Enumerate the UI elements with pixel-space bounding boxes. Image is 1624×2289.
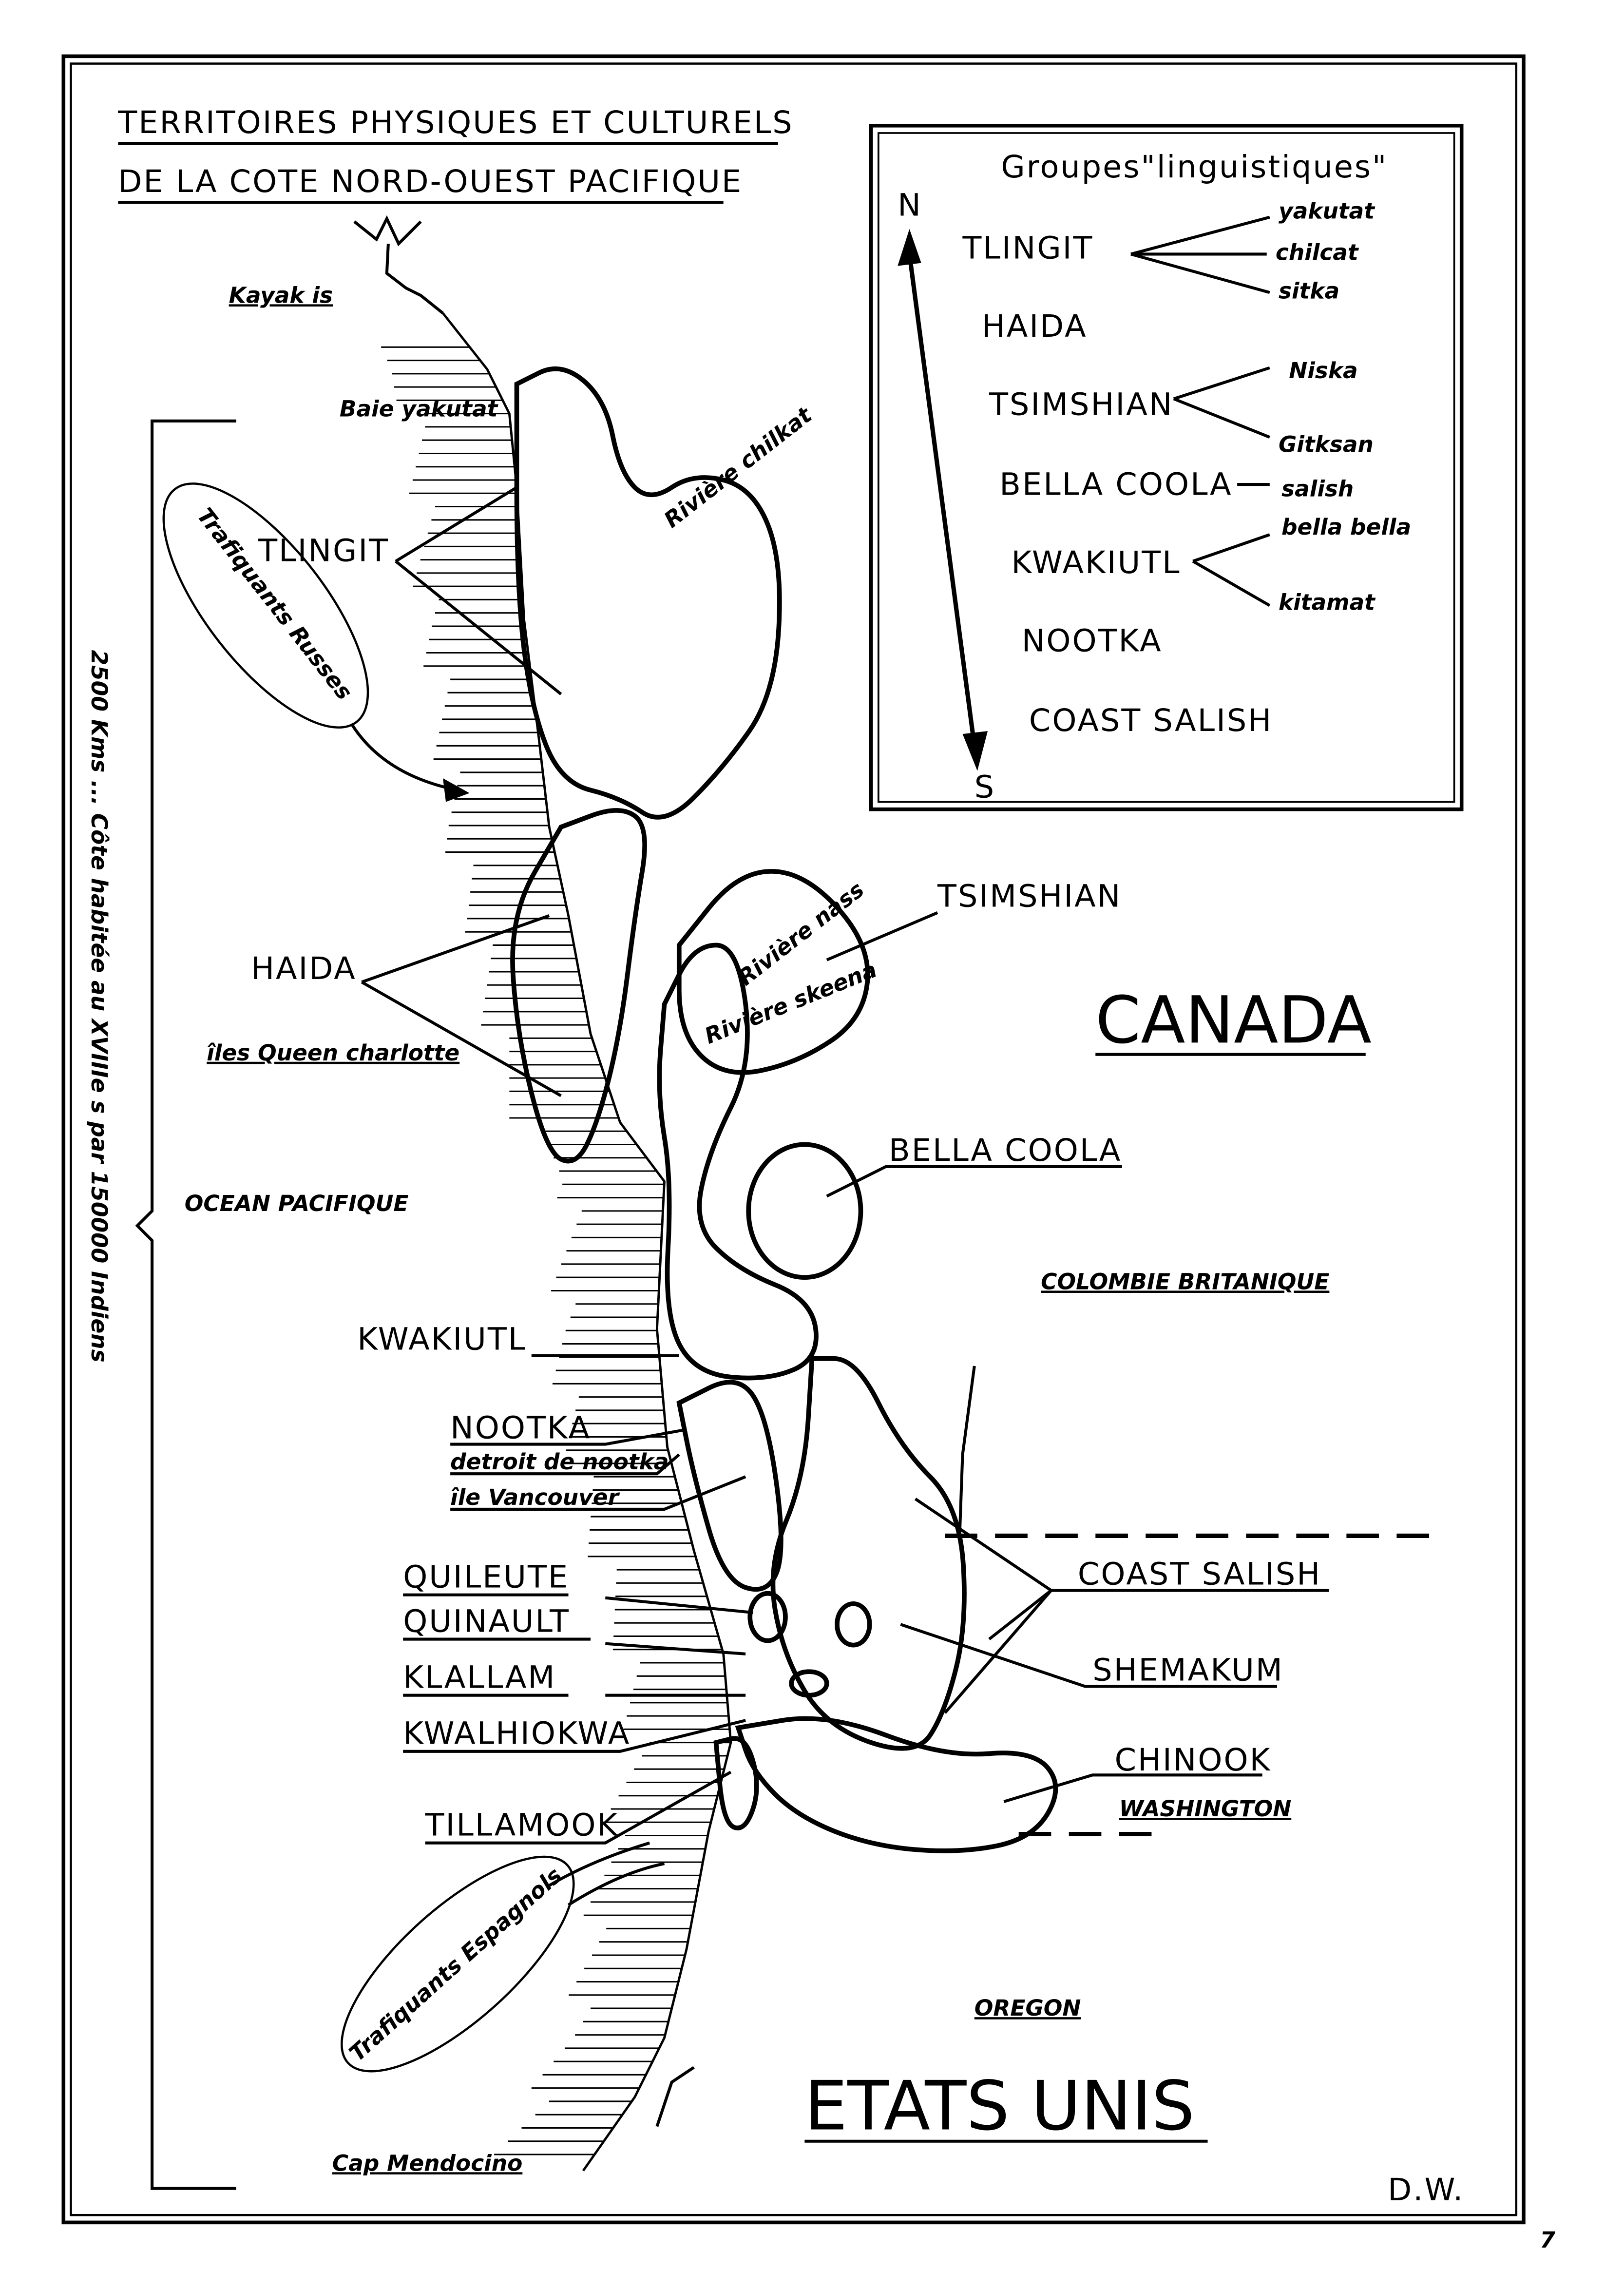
territory-coast-salish xyxy=(770,1356,967,1751)
territory-nootka xyxy=(676,1380,783,1592)
page-number: 7 xyxy=(1540,2227,1555,2253)
bella-coola-leader xyxy=(826,1165,1122,1198)
skeena-river-label: Rivière skeena xyxy=(701,957,880,1049)
north-south-arrow xyxy=(907,253,977,746)
territory-tlingit xyxy=(514,366,782,820)
yakutat-bay-label: Baie yakutat xyxy=(340,396,499,422)
russian-traders-arrow xyxy=(350,723,458,792)
legend-subgroup: salish xyxy=(1281,476,1354,501)
legend-title: Groupes"linguistiques" xyxy=(1001,149,1388,185)
tribe-kwakiutl: KWAKIUTL xyxy=(357,1322,527,1358)
legend-group: BELLA COOLA xyxy=(999,466,1232,502)
legend-group: TLINGIT xyxy=(962,231,1094,267)
signature: D.W. xyxy=(1388,2172,1464,2208)
coastline xyxy=(442,312,732,2172)
tribe-kwalhiokwa: KWALHIOKWA xyxy=(403,1716,630,1752)
oregon-label: OREGON xyxy=(974,1995,1081,2021)
legend-group: HAIDA xyxy=(982,308,1088,345)
tribe-shemakum: SHEMAKUM xyxy=(1092,1652,1284,1688)
nootka-leader xyxy=(450,1428,746,1511)
legend-group: TSIMSHIAN xyxy=(989,387,1173,423)
territory-kwakiutl xyxy=(657,943,819,1381)
chilkat-river-label: Rivière chilkat xyxy=(659,402,818,533)
bc-label: COLOMBIE BRITANIQUE xyxy=(1041,1269,1329,1294)
washington-label: WASHINGTON xyxy=(1119,1796,1292,1822)
tribe-tlingit: TLINGIT xyxy=(258,533,389,569)
south-tribe-leaders xyxy=(403,1593,753,1753)
russian-traders: Trafiquants Russes xyxy=(162,482,470,802)
tribe-tillamook: TILLAMOOK xyxy=(425,1808,619,1844)
spanish-traders: Trafiquants Espagnols xyxy=(341,1841,665,2073)
territory-quileute xyxy=(747,1591,788,1643)
mendocino-label: Cap Mendocino xyxy=(332,2150,523,2176)
ocean-label: OCEAN PACIFIQUE xyxy=(185,1191,409,1216)
usa-label: ETATS UNIS xyxy=(804,2067,1195,2146)
tsimshian-leader xyxy=(826,911,938,962)
tribe-chinook: CHINOOK xyxy=(1115,1742,1272,1778)
tribe-tsimshian: TSIMSHIAN xyxy=(937,879,1122,915)
territory-klallam xyxy=(789,1669,829,1698)
tlingit-leader xyxy=(395,486,562,695)
canada-label: CANADA xyxy=(1095,982,1372,1058)
tribe-quileute: QUILEUTE xyxy=(403,1559,569,1595)
tillamook-leader xyxy=(425,1770,732,1845)
tribe-nootka: NOOTKA xyxy=(450,1410,591,1446)
nootka-strait-label: detroit de nootka xyxy=(450,1449,669,1475)
haida-leader xyxy=(361,914,562,1097)
legend-group: KWAKIUTL xyxy=(1012,545,1181,581)
branch-lines xyxy=(1173,366,1270,439)
side-note: 2500 Kms ... Côte habitée au XVIIIe s pa… xyxy=(86,650,112,1362)
inner-frame xyxy=(70,62,1518,2216)
legend-subgroup: bella bella xyxy=(1281,514,1411,540)
coast-extent-bracket xyxy=(135,419,236,2190)
legend-box: Groupes"linguistiques" N S TLINGIT HAIDA… xyxy=(869,124,1464,811)
title-line-1: TERRITOIRES PHYSIQUES ET CULTURELS xyxy=(117,105,793,141)
legend-subgroup: Gitksan xyxy=(1279,431,1374,457)
tribe-coast-salish: COAST SALISH xyxy=(1078,1556,1321,1592)
territory-chinook xyxy=(735,1716,1058,1853)
territory-tillamook xyxy=(713,1736,759,1830)
spanish-traders-arrows xyxy=(545,1841,665,1906)
territory-haida xyxy=(510,808,647,1164)
territory-bella-coola xyxy=(746,1142,863,1280)
outer-frame xyxy=(61,54,1526,2225)
arrow-head-icon xyxy=(443,778,470,802)
territories xyxy=(510,366,1058,1853)
branch-lines xyxy=(1130,215,1270,294)
legend-subgroup: sitka xyxy=(1279,278,1339,304)
tribe-bella-coola: BELLA COOLA xyxy=(889,1133,1122,1169)
legend-subgroup: Niska xyxy=(1289,358,1358,384)
legend-north: N xyxy=(898,188,922,224)
coast-hatching xyxy=(381,346,731,2155)
legend-group: COAST SALISH xyxy=(1029,703,1273,739)
queen-charlotte-label: îles Queen charlotte xyxy=(207,1040,459,1066)
river-fraser xyxy=(958,1366,976,1536)
legend-south: S xyxy=(974,769,995,805)
tribe-quinault: QUINAULT xyxy=(403,1603,570,1639)
river-north xyxy=(353,215,444,314)
legend-group: NOOTKA xyxy=(1022,623,1163,659)
coast-salish-leader xyxy=(914,1498,1329,1714)
territory-shemakum xyxy=(835,1601,872,1648)
branch-lines xyxy=(1192,533,1271,607)
chinook-leader xyxy=(1003,1773,1262,1803)
title-line-2: DE LA COTE NORD-OUEST PACIFIQUE xyxy=(118,164,743,200)
legend-subgroup: kitamat xyxy=(1279,590,1376,616)
legend-subgroup: chilcat xyxy=(1276,240,1359,266)
arrow-head-south-icon xyxy=(962,731,988,771)
river-south xyxy=(655,2066,695,2127)
legend-subgroup: yakutat xyxy=(1279,198,1376,224)
tribe-klallam: KLALLAM xyxy=(403,1660,556,1696)
kayak-island-label: Kayak is xyxy=(229,282,333,308)
tribe-haida: HAIDA xyxy=(251,951,357,987)
shemakum-leader xyxy=(900,1623,1277,1688)
arrow-head-north-icon xyxy=(898,229,921,266)
vancouver-island-label: île Vancouver xyxy=(450,1484,620,1510)
territory-tsimshian xyxy=(676,869,870,1075)
